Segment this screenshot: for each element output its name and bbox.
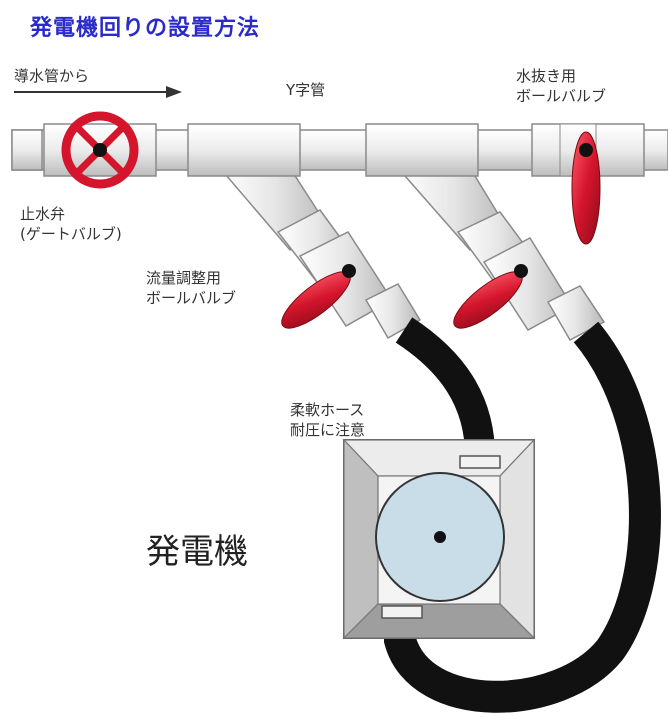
y-pipe-2-branch: [365, 123, 606, 342]
generator-turbine-disc: [375, 472, 505, 602]
hose-1-connector: [459, 455, 501, 469]
hose-label-line2: 耐圧に注意: [290, 421, 366, 439]
hose-2: [384, 321, 661, 713]
drain-valve-label-line2: ボールバルブ: [516, 87, 607, 105]
gate-valve-handwheel: [61, 111, 139, 189]
flow-valve-label-line2: ボールバルブ: [146, 289, 237, 307]
generator-label: 発電機: [146, 532, 248, 572]
hose-label-line1: 柔軟ホース: [290, 401, 365, 419]
stop-valve-label-line2: (ゲートバルブ): [20, 225, 122, 243]
stop-valve-label-line1: 止水弁: [20, 205, 66, 223]
drain-ball-valve: [571, 131, 601, 245]
inlet-arrow: [14, 86, 182, 98]
diagram-title: 発電機回りの設置方法: [30, 16, 261, 41]
flow-valve-2: [453, 264, 528, 329]
flow-valve-label-line1: 流量調整用: [146, 269, 222, 287]
inlet-label: 導水管から: [14, 67, 90, 85]
flow-valve-1: [281, 264, 356, 329]
hose-2-connector: [381, 605, 423, 619]
y-pipe-label: Y字管: [286, 81, 326, 99]
drain-valve-label-line1: 水抜き用: [516, 67, 577, 85]
